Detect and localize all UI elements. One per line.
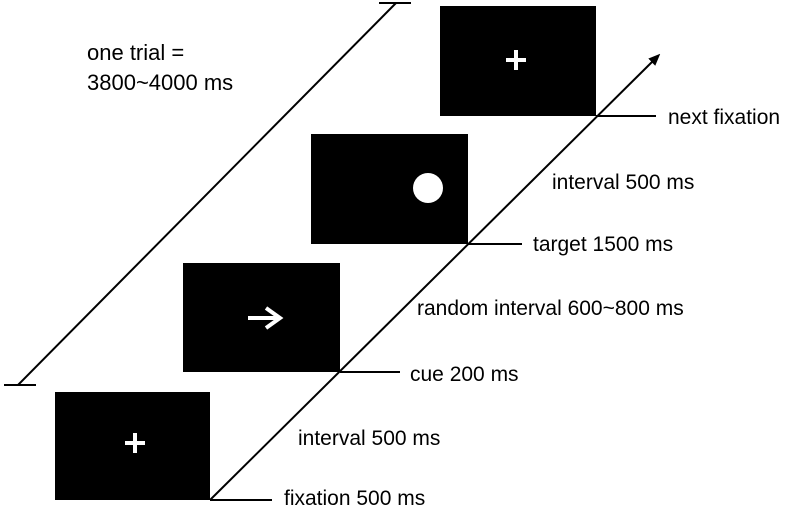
circle-target-icon	[413, 173, 443, 203]
next-fixation-screen	[440, 6, 596, 116]
fixation-screen	[55, 392, 210, 500]
plus-icon	[125, 433, 145, 453]
timeline-axis	[209, 53, 661, 501]
right-arrow-icon	[248, 306, 284, 330]
target-label: target 1500 ms	[533, 233, 674, 256]
cue-screen	[183, 263, 340, 372]
interval-label-1: interval 500 ms	[298, 427, 441, 450]
trial-duration-line2: 3800~4000 ms	[87, 70, 234, 95]
random-interval-label: random interval 600~800 ms	[417, 297, 684, 320]
trial-duration-line1: one trial =	[87, 40, 185, 65]
target-screen	[311, 134, 468, 244]
fixation-label: fixation 500 ms	[284, 487, 426, 510]
trial-duration-note: one trial = 3800~4000 ms	[87, 38, 233, 98]
next-fixation-label: next fixation	[668, 106, 781, 129]
trial-duration-bracket	[4, 2, 411, 386]
plus-icon	[506, 50, 526, 70]
interval-label-2: interval 500 ms	[552, 171, 695, 194]
cue-label: cue 200 ms	[410, 363, 519, 386]
